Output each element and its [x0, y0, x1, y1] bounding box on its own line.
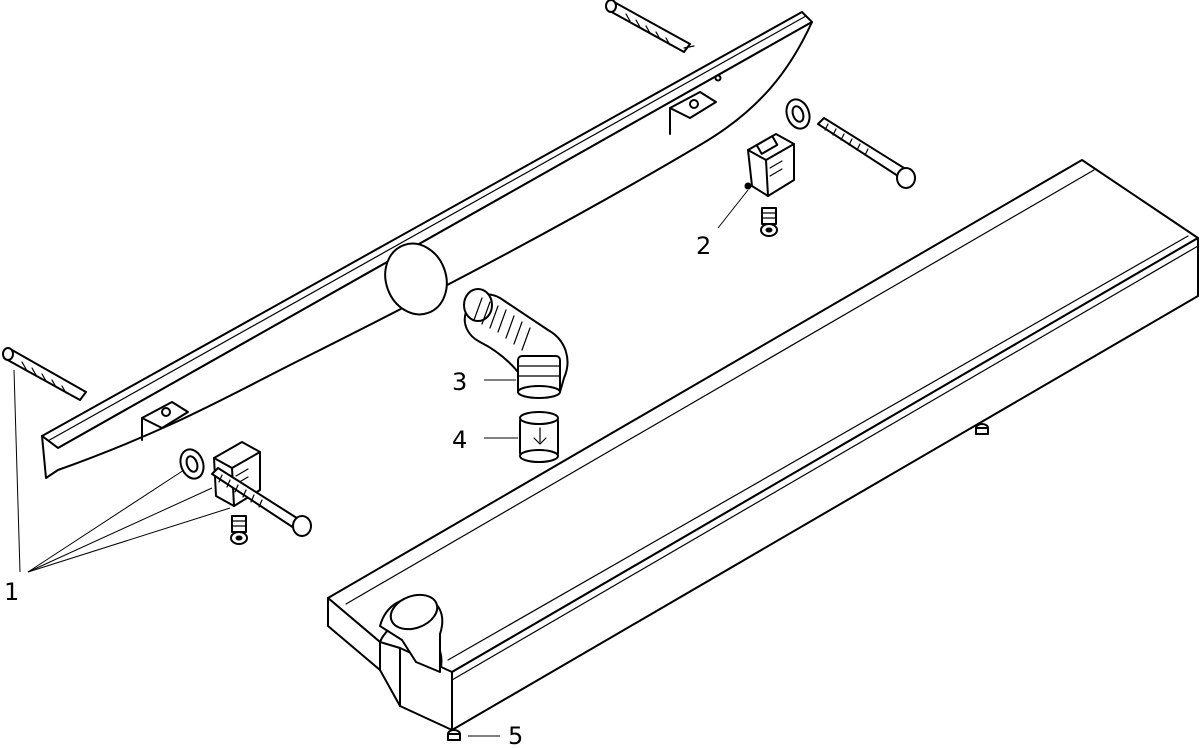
callout-5: 5 [508, 722, 523, 748]
rail-tab-right [669, 91, 717, 135]
wall-anchor-left [2, 347, 87, 401]
mounting-rail [41, 11, 813, 479]
callout-1: 1 [4, 578, 19, 606]
foot-pad [447, 729, 461, 741]
set-screw-right [760, 207, 778, 237]
washer-left [179, 448, 205, 480]
leaders-1 [13, 369, 231, 573]
hose-elbow [463, 288, 569, 399]
callout-4: 4 [452, 426, 467, 454]
rail-tab-left [141, 401, 189, 441]
wall-anchor-top [605, 0, 695, 53]
shelf-body [327, 159, 1199, 731]
washer-right [785, 98, 811, 130]
leader-2 [717, 189, 749, 229]
set-screw-left [230, 515, 248, 545]
adapter-nut [519, 411, 559, 463]
screw-right [817, 117, 916, 189]
bracket-clip-right [744, 133, 795, 197]
callout-2: 2 [696, 232, 711, 260]
screw-left [211, 467, 312, 537]
callout-3: 3 [452, 368, 467, 396]
